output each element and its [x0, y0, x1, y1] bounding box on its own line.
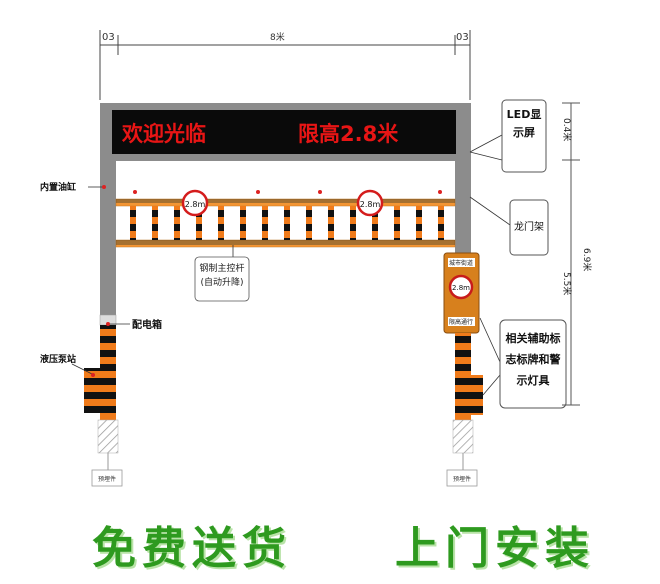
led-screen [112, 110, 456, 154]
beam-strut [130, 206, 136, 240]
left-embed-label: 预埋件 [98, 475, 116, 483]
callout-led: LED显示屏 [469, 99, 547, 173]
side-sign: 城市街道 2.8m 限高通行 [443, 252, 480, 334]
beam-strut [416, 206, 422, 240]
beam-strut [284, 206, 290, 240]
hydraulic-station [84, 368, 100, 413]
barrier-beam [115, 198, 456, 248]
gantry-callout-text: 龙门架 [514, 222, 544, 233]
top-dimension: 03 8米 03 [99, 30, 471, 100]
left-foundation [97, 419, 119, 454]
callout-control-box: 配电箱 [106, 318, 162, 331]
promo-installation: 上门安装 [395, 523, 595, 574]
svg-text:配电箱: 配电箱 [132, 318, 162, 331]
height-lower-label: 5.5米 [561, 272, 573, 295]
height-total-label: 6.9米 [581, 248, 593, 271]
beam-strut [218, 206, 224, 240]
led-text-right: 限高2.8米 [298, 122, 399, 146]
sign-limit-text: 2.8m [360, 200, 381, 209]
beam-strut [196, 206, 202, 240]
beam-strut [240, 206, 246, 240]
svg-text:液压泵站: 液压泵站 [40, 353, 76, 365]
sign-limit-text: 2.8m [185, 200, 206, 209]
right-striped-post [455, 333, 471, 420]
right-embed-box [446, 469, 478, 487]
promo-free-delivery: 免费送货 [92, 523, 292, 574]
beam-strut [394, 206, 400, 240]
beam-strut [328, 206, 334, 240]
signs-callout-text: 相关辅助标志标牌和警示灯具 [505, 332, 561, 387]
beam-strut [152, 206, 158, 240]
callout-oil-cylinder: 内置油缸 [40, 181, 106, 193]
right-foundation [452, 419, 474, 454]
beam-strut [174, 206, 180, 240]
height-limit-sign-2: 2.8m [356, 189, 384, 217]
led-text-left: 欢迎光临 [121, 122, 206, 146]
callout-signs: 相关辅助标志标牌和警示灯具 [479, 317, 567, 409]
side-sign-top: 城市街道 [449, 259, 473, 267]
height-top-label: 0.4米 [561, 118, 573, 141]
callout-hydraulic: 液压泵站 [40, 353, 95, 377]
beam-strut [438, 206, 444, 240]
beam-struts [130, 206, 444, 240]
dim-left-label: 03 [102, 32, 115, 43]
beam-strut [306, 206, 312, 240]
svg-text:内置油缸: 内置油缸 [40, 181, 76, 193]
height-dimension: 0.4米 6.9米 5.5米 [561, 102, 593, 406]
right-embed-label: 预埋件 [453, 475, 471, 483]
left-embed-box [91, 469, 123, 487]
side-sign-bottom: 限高通行 [449, 318, 473, 326]
dim-right-label: 03 [456, 32, 469, 43]
side-sign-limit: 2.8m [452, 284, 470, 292]
beam-strut [350, 206, 356, 240]
led-callout-text: LED显示屏 [506, 108, 542, 139]
dim-middle-label: 8米 [270, 31, 285, 43]
warning-lamps [133, 190, 442, 194]
height-limit-sign-1: 2.8m [181, 189, 209, 217]
beam-callout-text: 钢制主控杆(自动升降) [199, 264, 245, 288]
beam-strut [262, 206, 268, 240]
right-base-block [471, 375, 483, 415]
callout-gantry: 龙门架 [469, 196, 549, 256]
left-striped-post [100, 325, 116, 420]
beam-strut [372, 206, 378, 240]
callout-beam: 钢制主控杆(自动升降) [194, 245, 250, 302]
